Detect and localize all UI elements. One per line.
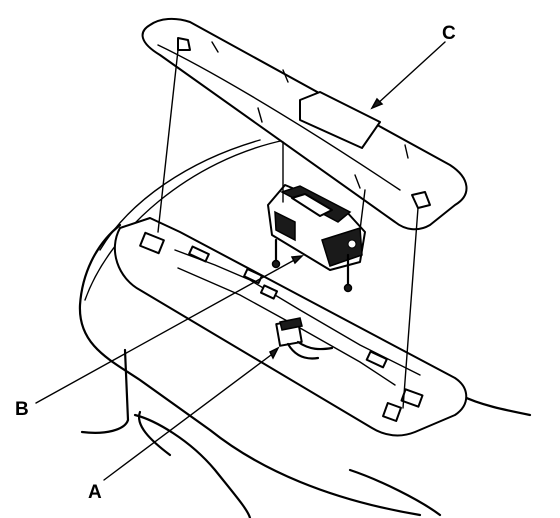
- door-body: [78, 139, 532, 518]
- trim-panel: [141, 17, 468, 231]
- label-a: A: [88, 482, 102, 503]
- label-c: C: [442, 23, 456, 44]
- callout-labels: A B C: [15, 23, 456, 503]
- leader-lines: [35, 41, 446, 481]
- harness-connector: [275, 317, 334, 360]
- label-b: B: [15, 399, 29, 420]
- mounting-screws: [271, 238, 353, 293]
- window-switch: [267, 184, 366, 271]
- alignment-lines: [157, 49, 419, 409]
